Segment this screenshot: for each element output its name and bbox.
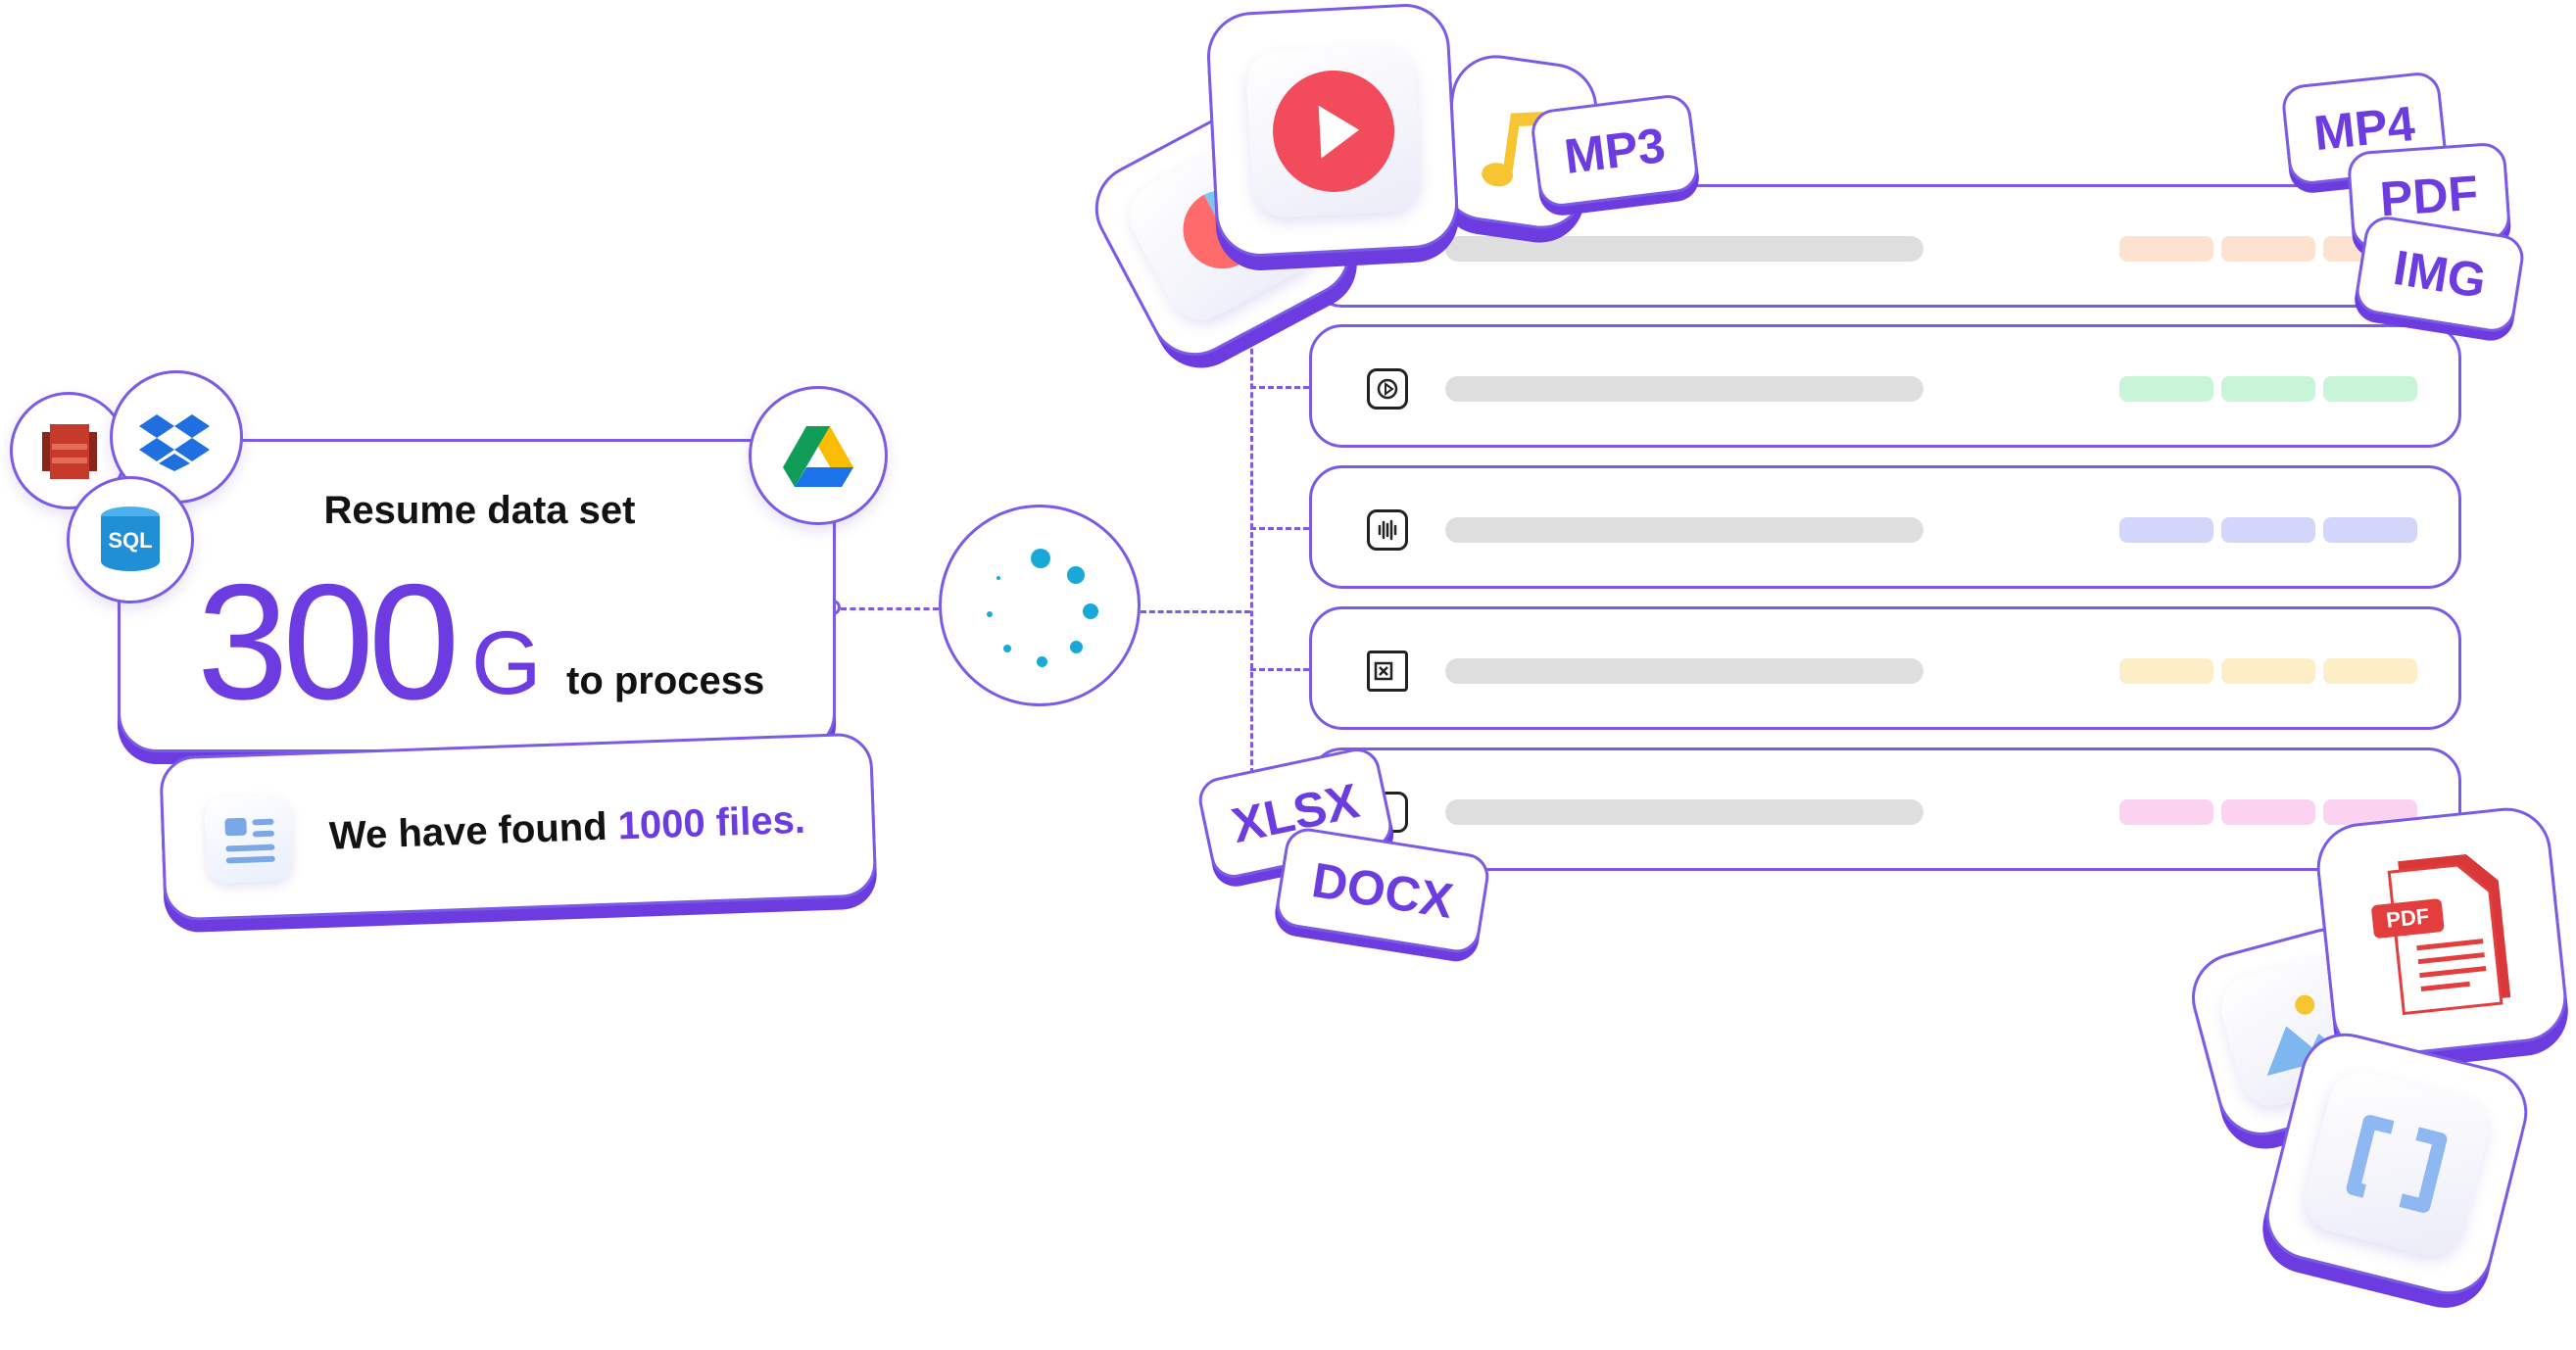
image-icon — [2213, 949, 2378, 1114]
pdf-tile: PDF — [2312, 803, 2571, 1062]
status-pill — [2323, 658, 2417, 684]
status-pill — [2119, 236, 2213, 262]
file-name-placeholder — [1445, 517, 1923, 543]
pdf-document-icon: PDF — [2357, 840, 2531, 1022]
found-card: We have found 1000 files. — [159, 732, 878, 934]
status-pill — [2221, 517, 2315, 543]
music-tile — [1434, 49, 1604, 235]
file-name-placeholder — [1445, 376, 1923, 402]
video-tile — [1204, 1, 1461, 260]
dataset-size: 300 — [197, 550, 460, 734]
spinner-dot — [996, 576, 1000, 580]
spinner-dot — [987, 611, 993, 617]
spinner-dot — [1003, 645, 1011, 652]
status-pill — [2119, 658, 2213, 684]
connector-row-2 — [1250, 386, 1309, 389]
tag-mp3: MP3 — [1529, 92, 1701, 210]
aws-s3-icon — [10, 392, 127, 509]
music-note-icon — [1482, 112, 1543, 187]
dataset-card: Resume data set 300 G to process — [118, 439, 836, 752]
file-name-placeholder — [1445, 799, 1923, 825]
excel-file-icon — [1367, 651, 1408, 692]
connector-card-to-spinner — [841, 607, 939, 610]
audio-wave-icon — [1367, 509, 1408, 551]
spinner-dot — [1083, 603, 1098, 619]
spinner-dot — [1070, 641, 1083, 653]
play-file-icon — [1367, 368, 1408, 410]
google-drive-icon — [749, 386, 888, 525]
status-pill — [2221, 376, 2315, 402]
status-pill — [2323, 376, 2417, 402]
file-row — [1309, 324, 2461, 448]
status-pill — [2119, 517, 2213, 543]
file-name-placeholder — [1445, 658, 1923, 684]
sql-label: SQL — [108, 528, 153, 553]
file-row — [1309, 465, 2461, 589]
dropbox-icon — [110, 370, 243, 504]
status-pill — [2119, 799, 2213, 825]
video-play-icon — [1244, 43, 1423, 219]
status-pill — [2221, 799, 2315, 825]
found-card-body: We have found 1000 files. — [159, 732, 878, 922]
found-count: 1000 files. — [616, 797, 806, 848]
spinner-dot — [1037, 656, 1047, 667]
card-title: Resume data set — [323, 489, 636, 532]
status-pill — [2323, 517, 2417, 543]
status-pill — [2119, 376, 2213, 402]
document-icon — [204, 795, 294, 885]
connector-row-4 — [1250, 668, 1309, 671]
code-tile — [2256, 1023, 2538, 1305]
dataset-unit: G — [471, 613, 542, 713]
connector-spinner-to-rows — [1141, 610, 1250, 613]
found-prefix: We have found — [328, 804, 608, 858]
found-message: We have found 1000 files. — [328, 798, 805, 859]
spinner-dot — [1067, 566, 1085, 584]
image-tile — [2181, 917, 2410, 1146]
sql-database-icon: SQL — [67, 476, 194, 603]
spinner-dot — [1031, 549, 1050, 568]
file-name-placeholder — [1445, 236, 1923, 262]
dataset-suffix: to process — [566, 659, 765, 702]
file-row — [1309, 606, 2461, 730]
status-pill — [2221, 658, 2315, 684]
file-row — [1309, 747, 2461, 871]
connector-row-3 — [1250, 527, 1309, 530]
code-brackets-icon — [2298, 1065, 2496, 1263]
processing-spinner — [939, 505, 1141, 706]
status-pill — [2221, 236, 2315, 262]
connector-trunk — [1250, 313, 1253, 774]
